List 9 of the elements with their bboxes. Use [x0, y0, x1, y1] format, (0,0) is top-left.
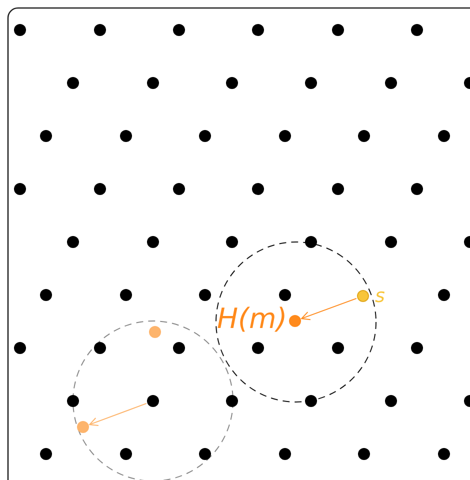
point-label: H(m)	[217, 305, 288, 333]
point-label: s	[375, 287, 385, 306]
faded-point	[149, 326, 161, 338]
lattice-point	[147, 395, 159, 407]
faded-point	[77, 421, 89, 433]
arrow	[301, 298, 357, 320]
sample-point	[357, 290, 369, 302]
arrow	[89, 402, 147, 426]
hash-point	[289, 315, 301, 327]
